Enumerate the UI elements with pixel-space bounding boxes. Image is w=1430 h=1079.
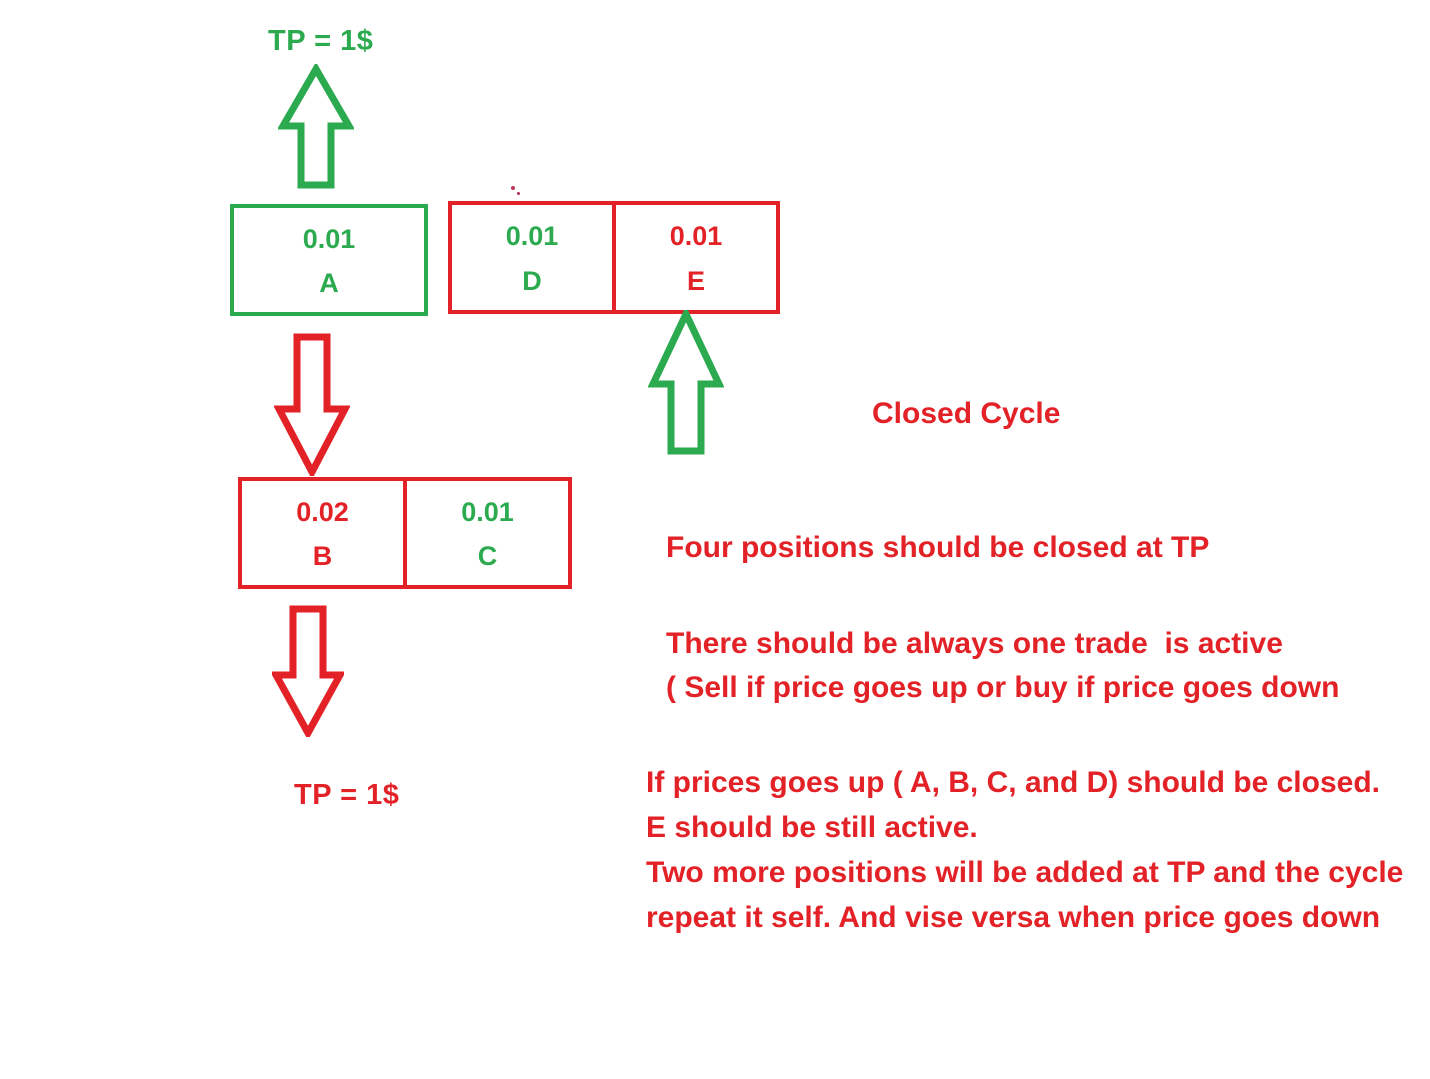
arrow-down-icon-a [273, 332, 351, 480]
note-always-active: There should be always one trade is acti… [666, 627, 1340, 704]
position-box-a[interactable]: 0.01 A [230, 204, 428, 316]
position-box-bc[interactable]: 0.02 B 0.01 C [238, 477, 572, 589]
position-cell-a[interactable]: 0.01 A [234, 208, 424, 312]
note-closed-cycle: Closed Cycle [872, 397, 1061, 430]
position-cell-b[interactable]: 0.02 B [242, 481, 403, 585]
position-label-a: A [319, 268, 339, 298]
note-four-positions: Four positions should be closed at TP [666, 531, 1210, 564]
tp-label-top: TP = 1$ [268, 25, 374, 57]
ink-artifact-dot-small [517, 192, 520, 195]
position-amount-e: 0.01 [669, 221, 723, 252]
position-cell-d[interactable]: 0.01 D [452, 205, 612, 310]
position-amount-b: 0.02 [296, 496, 349, 527]
position-amount-d: 0.01 [505, 221, 559, 252]
arrow-up-icon-top [276, 62, 356, 190]
position-label-d: D [522, 265, 542, 296]
position-label-c: C [477, 541, 498, 571]
position-amount-c: 0.01 [461, 496, 514, 527]
note-up-down-cycle: If prices goes up ( A, B, C, and D) shou… [646, 766, 1404, 934]
position-cell-c[interactable]: 0.01 C [403, 481, 568, 585]
tp-label-bottom: TP = 1$ [294, 779, 400, 811]
position-label-e: E [686, 265, 705, 296]
position-label-b: B [312, 541, 333, 571]
position-box-de[interactable]: 0.01 D 0.01 E [448, 201, 780, 314]
ink-artifact-dot [511, 186, 515, 190]
position-cell-e[interactable]: 0.01 E [612, 205, 776, 310]
position-amount-a: 0.01 [302, 223, 356, 254]
arrow-up-icon-e [647, 305, 725, 456]
arrow-down-icon-b [270, 605, 346, 741]
